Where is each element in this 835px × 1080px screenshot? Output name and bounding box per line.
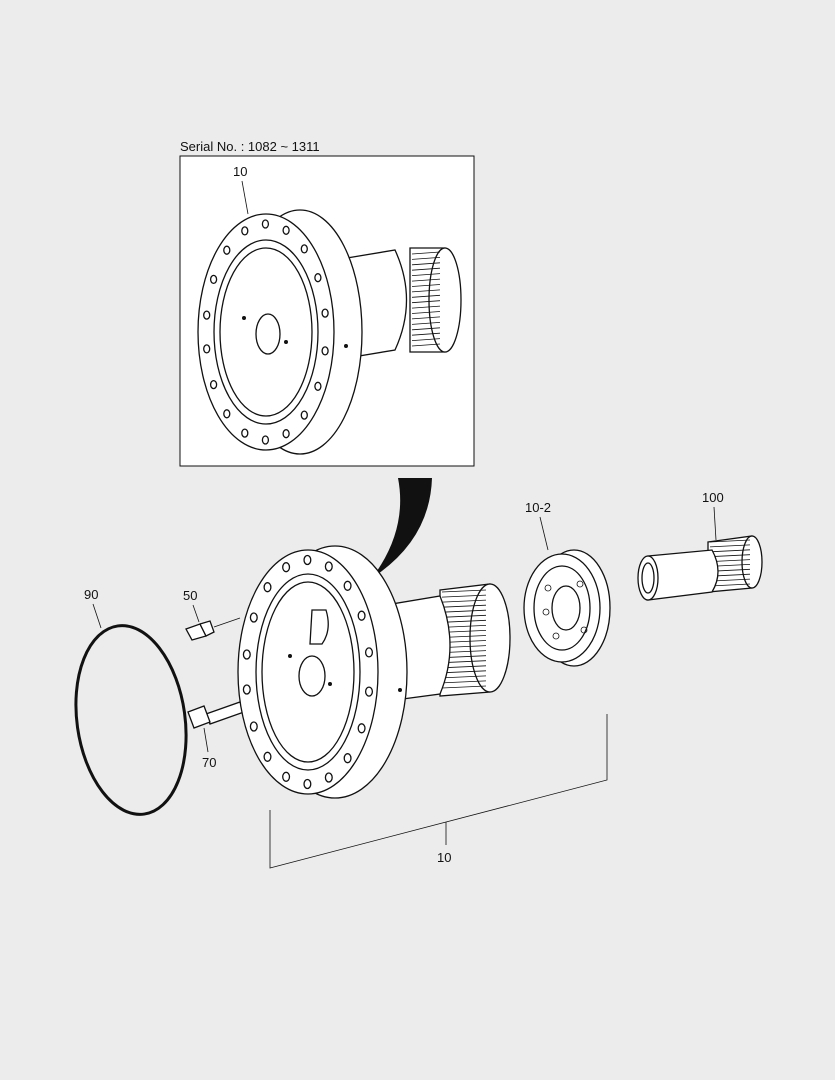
bolt-hole <box>263 751 272 762</box>
spline-tooth <box>441 675 487 679</box>
bolt-hole <box>357 610 366 621</box>
spline-tooth <box>411 284 441 287</box>
bolt-hole <box>324 561 333 572</box>
callout-10-assembly: 10 <box>437 850 451 865</box>
spline-tooth <box>441 594 487 598</box>
callout-70: 70 <box>202 755 216 770</box>
bolt-hole <box>241 428 249 438</box>
spline-tooth <box>411 251 441 255</box>
leader-100 <box>713 506 717 541</box>
spline-tooth <box>411 262 441 266</box>
cover-part <box>523 549 611 667</box>
bolt-hole <box>282 429 290 439</box>
main-hub-drawing <box>237 545 511 799</box>
spline-tooth <box>411 338 441 341</box>
spline-tooth <box>709 549 751 553</box>
bolt-hole <box>249 612 258 623</box>
bolt-hole <box>209 274 218 285</box>
spline-tooth <box>411 267 441 271</box>
spline-tooth <box>411 289 441 293</box>
leader-90 <box>92 603 102 629</box>
bolt-hole <box>324 772 333 783</box>
spline-tooth <box>411 278 441 282</box>
spline-tooth <box>411 332 441 336</box>
bolt-hole <box>343 753 352 764</box>
bolt-hole <box>241 226 249 236</box>
spline-tooth <box>709 539 751 543</box>
spline-tooth <box>441 685 487 689</box>
bolt-hole <box>282 771 291 782</box>
spline-tooth <box>411 257 441 260</box>
bolt-hole <box>282 225 290 235</box>
bolt-hole <box>321 308 329 318</box>
callout-90: 90 <box>84 587 98 602</box>
bolt-hole <box>203 310 211 320</box>
callout-10-2: 10-2 <box>525 500 551 515</box>
spline-tooth <box>441 599 487 603</box>
bolt-hole <box>223 409 231 419</box>
spline-tooth <box>441 670 487 674</box>
spline-tooth <box>411 273 441 276</box>
bolt-hole <box>242 649 251 660</box>
spline-tooth <box>441 665 487 669</box>
bolt-hole <box>364 647 374 658</box>
serial-number-label: Serial No. : 1082 ~ 1311 <box>180 139 320 154</box>
bolt-hole <box>203 344 211 354</box>
bolt-hole <box>242 684 251 695</box>
spline-tooth <box>441 604 487 608</box>
inset-hub-drawing <box>197 209 462 455</box>
o-ring-part <box>74 624 188 816</box>
spline-tooth <box>411 327 441 331</box>
spline-tooth <box>411 294 441 298</box>
leader-50 <box>192 604 200 623</box>
spline-tooth <box>411 300 441 304</box>
leader-10-2 <box>539 516 549 551</box>
spline-tooth <box>709 554 751 558</box>
spline-tooth <box>441 619 487 623</box>
bolt-hole <box>223 245 231 255</box>
callout-100: 100 <box>702 490 724 505</box>
spline-tooth <box>441 614 487 618</box>
assembly-bracket <box>269 714 608 869</box>
bolt-hole <box>303 778 312 790</box>
bolt-hole <box>300 244 308 254</box>
bolt-hole <box>357 723 366 734</box>
callout-50: 50 <box>183 588 197 603</box>
bolt-hole <box>364 686 374 697</box>
spline-tooth <box>411 305 441 309</box>
spline-tooth <box>441 589 487 593</box>
spline-tooth <box>709 583 751 587</box>
bolt-hole <box>249 721 258 732</box>
spline-tooth <box>441 625 487 628</box>
leader-70 <box>203 727 209 753</box>
spline-tooth <box>411 316 441 320</box>
bolt-hole <box>261 219 270 229</box>
inset-callout-10: 10 <box>233 164 247 179</box>
bolt-hole <box>263 582 272 593</box>
spline-tooth <box>411 311 441 314</box>
bolt-hole <box>343 580 352 591</box>
bolt-hole <box>314 381 322 391</box>
spline-tooth <box>411 343 441 347</box>
spline-tooth <box>411 322 441 325</box>
bolt-hole <box>261 435 270 445</box>
spline-tooth <box>709 544 751 548</box>
plug-part <box>185 617 241 641</box>
spline-tooth <box>441 609 487 613</box>
spline-tooth <box>441 680 487 684</box>
bolt-hole <box>321 346 329 356</box>
bolt-part <box>187 699 263 729</box>
transition-arrow <box>372 478 432 578</box>
inset-leader-line <box>241 180 249 215</box>
bolt-hole <box>314 273 322 283</box>
bolt-hole <box>300 410 308 420</box>
bolt-hole <box>209 379 218 390</box>
bolt-hole <box>282 562 291 573</box>
coupling-part <box>637 535 763 601</box>
bolt-hole <box>303 554 312 566</box>
